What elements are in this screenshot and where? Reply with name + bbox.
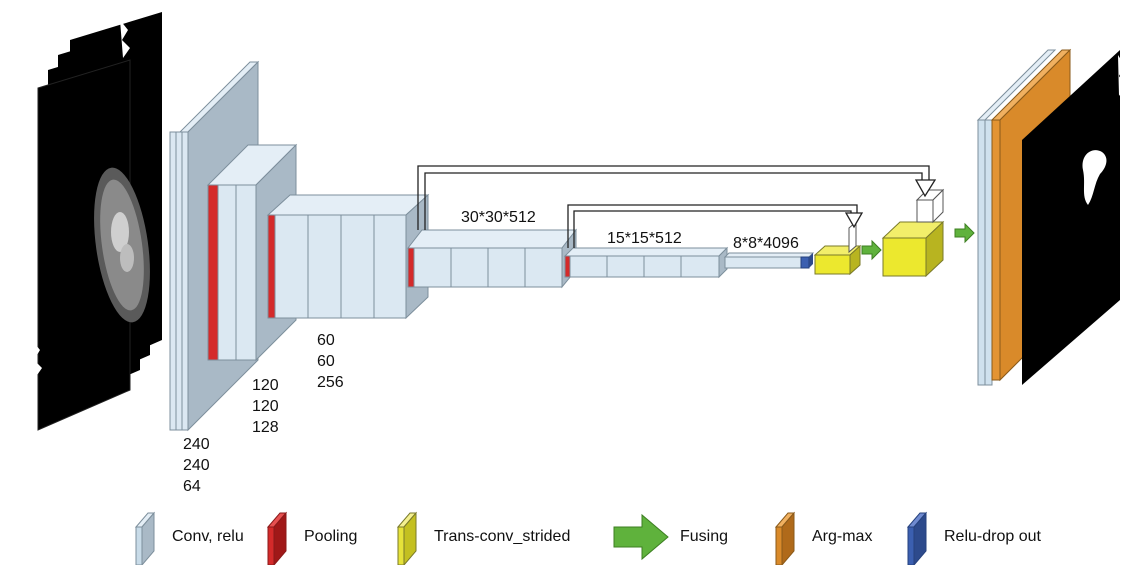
conv-block-5 [565, 248, 727, 277]
legend-item-relu-dropout: Relu-drop out [906, 507, 1041, 567]
legend-label-fusing: Fusing [680, 528, 728, 546]
pooling-layer-3 [408, 248, 414, 287]
conv4-label: 30*30*512 [461, 207, 536, 228]
legend-item-fusing: Fusing [612, 507, 728, 567]
trans-conv-block-1 [815, 222, 860, 274]
pooling-layer-1 [208, 185, 218, 360]
conv2-dim-3: 128 [252, 417, 279, 438]
legend-label-conv-relu: Conv, relu [172, 528, 244, 546]
conv1-dim-2: 240 [183, 455, 210, 476]
legend-item-arg-max: Arg-max [774, 507, 872, 567]
legend-label-relu-dropout: Relu-drop out [944, 528, 1041, 546]
legend-label-trans-conv: Trans-conv_strided [434, 528, 570, 546]
legend: Conv, relu Pooling Trans-conv_strided Fu… [130, 507, 1090, 567]
relu-dropout-swatch [906, 509, 934, 565]
conv-relu-swatch [134, 509, 162, 565]
trans-conv-swatch [396, 509, 424, 565]
conv3-dim-2: 60 [317, 351, 344, 372]
input-mri-stack [32, 12, 162, 430]
conv2-dim-1: 120 [252, 375, 279, 396]
fusing-arrow-icon [612, 512, 670, 562]
legend-label-pooling: Pooling [304, 528, 357, 546]
output-stack [978, 50, 1126, 385]
conv-block-4 [408, 230, 576, 287]
legend-label-arg-max: Arg-max [812, 528, 872, 546]
legend-item-pooling: Pooling [266, 507, 357, 567]
conv1-dim-1: 240 [183, 434, 210, 455]
conv1-dims: 240 240 64 [183, 434, 210, 497]
conv3-dim-3: 256 [317, 372, 344, 393]
arg-max-swatch [774, 509, 802, 565]
pooling-layer-2 [268, 215, 275, 318]
dropout-layer [801, 257, 809, 268]
conv3-dims: 60 60 256 [317, 330, 344, 393]
conv5-label: 15*15*512 [607, 228, 682, 249]
conv1-dim-3: 64 [183, 476, 210, 497]
fc-block [725, 253, 813, 268]
conv3-dim-1: 60 [317, 330, 344, 351]
fc-label: 8*8*4096 [733, 233, 799, 254]
pooling-swatch [266, 509, 294, 565]
trans-conv-block-2 [883, 190, 943, 276]
legend-item-conv-relu: Conv, relu [134, 507, 244, 567]
conv2-dim-2: 120 [252, 396, 279, 417]
conv-block-3 [268, 195, 428, 318]
pooling-layer-4 [565, 256, 570, 277]
conv2-dims: 120 120 128 [252, 375, 279, 438]
legend-item-trans-conv: Trans-conv_strided [396, 507, 570, 567]
